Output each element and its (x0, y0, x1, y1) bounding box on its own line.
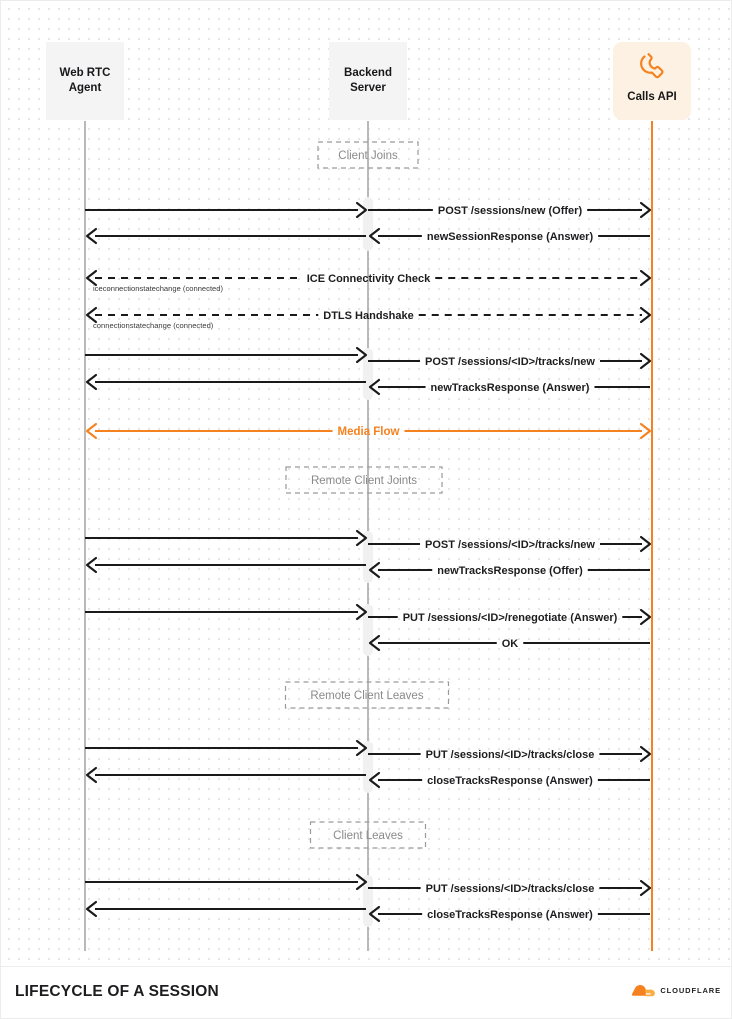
message-m11[interactable]: OK (368, 634, 650, 652)
arrow-head (85, 306, 98, 324)
message-label: newTracksResponse (Answer) (431, 382, 590, 394)
message-label: Media Flow (338, 426, 400, 438)
arrow-head (639, 535, 652, 553)
arrow-head (639, 608, 652, 626)
message-m2b[interactable]: newSessionResponse (Answer) (368, 227, 650, 245)
arrow-head (639, 201, 652, 219)
arrow-head (355, 603, 368, 621)
message-label: PUT /sessions/<ID>/tracks/close (426, 883, 595, 895)
arrow-head (355, 873, 368, 891)
message-m4[interactable]: DTLS Handshake connectionstatechange (con… (85, 306, 652, 330)
message-label: POST /sessions/<ID>/tracks/new (425, 356, 595, 368)
participant-box-webrtc[interactable] (46, 42, 124, 120)
arrow-head (85, 556, 98, 574)
message-m15a[interactable] (85, 900, 366, 918)
message-m1b[interactable]: POST /sessions/new (Offer) (368, 201, 652, 219)
participant-label-webrtc: Agent (69, 82, 102, 94)
activation-bar (363, 197, 373, 251)
arrow-head (639, 422, 652, 440)
message-m5b[interactable]: POST /sessions/<ID>/tracks/new (368, 352, 652, 370)
brand-name: CLOUDFLARE (660, 986, 721, 995)
participant-box-calls[interactable] (613, 42, 691, 120)
group-label-remote-client-joins: Remote Client Joints (311, 475, 417, 487)
arrow-head (368, 378, 381, 396)
group-box-client-leaves[interactable] (309, 821, 427, 849)
message-m14b[interactable]: PUT /sessions/<ID>/tracks/close (368, 879, 652, 897)
arrow-head (355, 529, 368, 547)
message-m12b[interactable]: PUT /sessions/<ID>/tracks/close (368, 745, 652, 763)
group-label-client-joins: Client Joins (338, 150, 398, 162)
message-m12a[interactable] (85, 739, 368, 757)
message-note: iceconnectionstatechange (connected) (93, 284, 223, 293)
arrow-head (85, 373, 98, 391)
message-m10a[interactable] (85, 603, 368, 621)
message-m8b[interactable]: POST /sessions/<ID>/tracks/new (368, 535, 652, 553)
group-box-client-joins[interactable] (317, 141, 419, 169)
message-label: newTracksResponse (Offer) (437, 565, 583, 577)
arrow-head (355, 739, 368, 757)
page-title: LIFECYCLE OF A SESSION (15, 983, 219, 1000)
message-m2a[interactable] (85, 227, 366, 245)
message-note: connectionstatechange (connected) (93, 321, 214, 330)
participant-label-backend: Server (350, 82, 386, 94)
message-label: closeTracksResponse (Answer) (427, 775, 593, 787)
arrow-head (368, 771, 381, 789)
participant-box-backend[interactable] (329, 42, 407, 120)
message-label: DTLS Handshake (323, 310, 413, 322)
message-m9a[interactable] (85, 556, 366, 574)
message-m13b[interactable]: closeTracksResponse (Answer) (368, 771, 650, 789)
message-m6b[interactable]: newTracksResponse (Answer) (368, 378, 650, 396)
message-label: OK (502, 638, 519, 650)
arrow-head (85, 227, 98, 245)
cloudflare-brand: CLOUDFLARE (631, 984, 721, 997)
message-m8a[interactable] (85, 529, 368, 547)
message-m6a[interactable] (85, 373, 366, 391)
message-label: PUT /sessions/<ID>/tracks/close (426, 749, 595, 761)
arrow-head (355, 346, 368, 364)
message-label: ICE Connectivity Check (307, 273, 431, 285)
arrow-head (639, 745, 652, 763)
footer-bar: LIFECYCLE OF A SESSION CLOUDFLARE (1, 966, 731, 1018)
message-m7[interactable]: Media Flow (85, 422, 652, 440)
group-box-remote-client-joins[interactable] (285, 466, 443, 494)
message-label: PUT /sessions/<ID>/renegotiate (Answer) (403, 612, 618, 624)
message-m3[interactable]: ICE Connectivity Check iceconnectionstate… (85, 269, 652, 293)
group-label-client-leaves: Client Leaves (333, 830, 403, 842)
arrow-head (639, 879, 652, 897)
message-m9b[interactable]: newTracksResponse (Offer) (368, 561, 650, 579)
message-m10b[interactable]: PUT /sessions/<ID>/renegotiate (Answer) (368, 608, 652, 626)
arrow-head (639, 269, 652, 287)
group-label-remote-client-leaves: Remote Client Leaves (310, 690, 423, 702)
arrow-head (85, 900, 98, 918)
participant-label-webrtc: Web RTC (60, 67, 111, 79)
phone-icon (640, 53, 664, 79)
cloudflare-cloud-icon (632, 985, 656, 997)
arrow-head (368, 905, 381, 923)
group-box-remote-client-leaves[interactable] (284, 681, 450, 709)
arrow-head (639, 306, 652, 324)
message-label: POST /sessions/<ID>/tracks/new (425, 539, 595, 551)
arrow-head (368, 561, 381, 579)
participant-label-calls: Calls API (627, 91, 676, 103)
arrow-head (85, 422, 98, 440)
message-m13a[interactable] (85, 766, 366, 784)
message-m5a[interactable] (85, 346, 368, 364)
arrow-head (368, 634, 381, 652)
message-m1a[interactable] (85, 201, 368, 219)
message-m14a[interactable] (85, 873, 368, 891)
participant-label-backend: Backend (344, 67, 392, 79)
arrow-head (368, 227, 381, 245)
message-label: newSessionResponse (Answer) (427, 231, 594, 243)
message-label: POST /sessions/new (Offer) (438, 205, 583, 217)
arrow-head (355, 201, 368, 219)
message-m15b[interactable]: closeTracksResponse (Answer) (368, 905, 650, 923)
arrow-head (85, 269, 98, 287)
arrow-head (639, 352, 652, 370)
arrow-head (85, 766, 98, 784)
message-label: closeTracksResponse (Answer) (427, 909, 593, 921)
